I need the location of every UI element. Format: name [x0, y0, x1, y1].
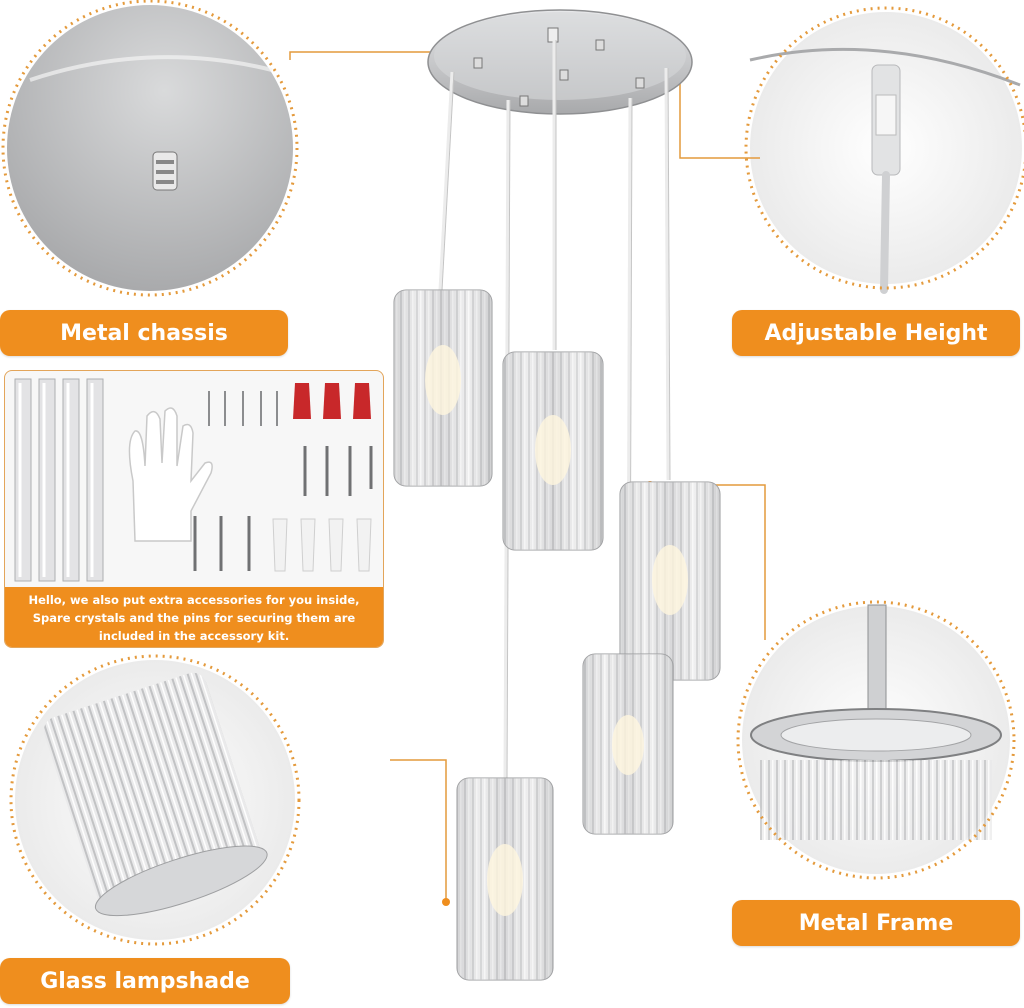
accessory-kit-image — [14, 378, 373, 582]
wire-nut-icon — [293, 383, 371, 419]
glove-icon — [128, 407, 213, 542]
glass-lampshade-label: Glass lampshade — [0, 958, 290, 1004]
pendant-3 — [619, 481, 721, 681]
adjustable-height-label: Adjustable Height — [732, 310, 1020, 356]
chassis-detail-circle — [1, 0, 299, 297]
ceiling-canopy — [427, 9, 693, 115]
accessory-note-line-3: included in the accessory kit. — [98, 629, 290, 643]
metal-chassis-label: Metal chassis — [0, 310, 288, 356]
pendant-2 — [502, 351, 604, 551]
metal-frame-label: Metal Frame — [732, 900, 1020, 946]
glass-detail-circle — [9, 654, 301, 946]
height-detail-circle — [744, 6, 1024, 294]
accessory-kit-note: Hello, we also put extra accessories for… — [5, 587, 383, 647]
accessory-kit-card: Hello, we also put extra accessories for… — [4, 370, 384, 648]
pendant-5 — [456, 777, 554, 981]
pendant-1 — [393, 289, 493, 487]
frame-detail-circle — [736, 600, 1016, 880]
accessory-note-line-1: Hello, we also put extra accessories for… — [28, 593, 360, 607]
pendant-4 — [582, 653, 674, 835]
accessory-note-line-2: Spare crystals and the pins for securing… — [32, 611, 356, 625]
